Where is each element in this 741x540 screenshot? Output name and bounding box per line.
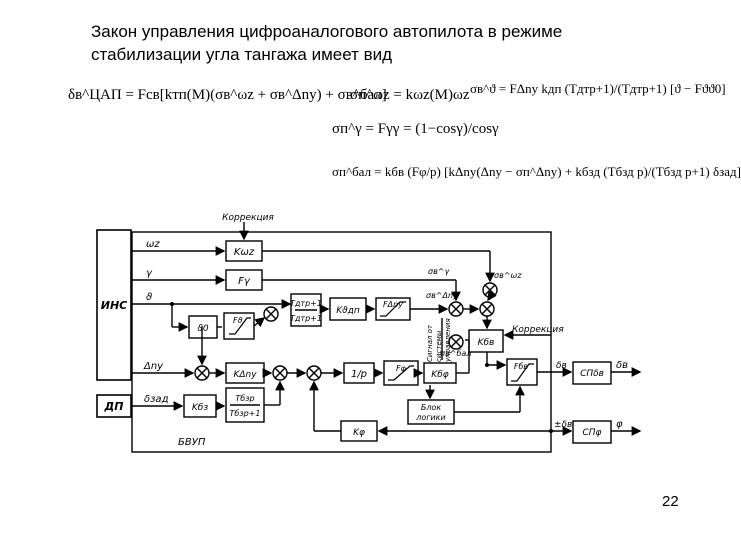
out-dv2-label: δв — [616, 360, 628, 371]
sigma-gamma-label: σв^γ — [428, 267, 450, 276]
sigma-wz-label: σв^ωz — [494, 271, 522, 280]
sp-dv-label: СПδв — [580, 369, 604, 379]
lead-num-label: Tдтp+1 — [290, 299, 322, 308]
bz-num-label: Tбзp — [235, 394, 254, 403]
f-bv-label: Fбв — [514, 362, 529, 371]
logic-label-2: логики — [415, 413, 445, 422]
formula-control-law: δв^ЦАП = Fсв[kтп(M)(σв^ωz + σв^Δny) + σв… — [68, 87, 387, 103]
title-line-1: Закон управления цифроаналогового автопи… — [91, 22, 563, 41]
sigma-bal-label: σв^бал — [440, 349, 471, 358]
formula-wz: σп^ωz = kωz(M)ωz — [350, 87, 470, 103]
logic-label-1: Блок — [421, 403, 441, 412]
f-dny-label: FΔny — [383, 300, 403, 309]
korrekciya-right-label: Коррекция — [512, 325, 564, 335]
k-dny-label: KΔny — [233, 370, 257, 380]
dp-label: ДП — [103, 400, 123, 413]
bz-den-label: Tбзp+1 — [230, 409, 261, 418]
slide-title: Закон управления цифроаналогового автопи… — [91, 20, 651, 66]
title-line-2: стабилизации угла тангажа имеет вид — [91, 45, 393, 64]
f-theta-label: Fϑ — [233, 316, 243, 325]
out-phi-in-label: ±δв — [554, 420, 572, 430]
theta0-label: ϑ0 — [197, 324, 209, 334]
vertical-signal-line-1: Сигнал от — [426, 324, 434, 362]
vertical-signal-line-3: управления — [444, 318, 452, 363]
korrekciya-top-label: Коррекция — [222, 213, 274, 223]
ins-label: ИНС — [101, 299, 128, 312]
k-wz-label: Kωz — [234, 247, 255, 258]
k-bv-label: Kбв — [478, 338, 495, 348]
formula-balance: σп^бал = kбв (Fφ/p) [kΔny(Δny − σп^Δny) … — [332, 164, 741, 179]
bvup-frame — [131, 231, 552, 453]
k-phi-label: Kφ — [353, 428, 365, 438]
out-phi-label: φ — [616, 419, 623, 430]
ins-box — [96, 229, 132, 381]
f-phi-label: Fφ — [396, 364, 407, 373]
page-number: 22 — [662, 493, 679, 510]
f-gamma-label: Fγ — [238, 276, 251, 287]
k-bphi-label: Kбφ — [431, 370, 448, 380]
bvup-label: БВУП — [178, 437, 206, 448]
dzad-input-label: δзад — [144, 394, 169, 405]
sigma-dny-label: σв^Δny — [426, 291, 458, 300]
formula-theta: σв^ϑ = FΔny kдп (Tдтp+1)/(Tдтp+1) [ϑ − F… — [470, 81, 726, 96]
dny-input-label: Δny — [143, 361, 164, 372]
block-diagram: Коррекция Коррекция ИНС ДП БВУП ωz γ ϑ Δ… — [96, 213, 642, 453]
formula-gamma: σп^γ = Fγγ = (1−cosγ)/cosγ — [332, 121, 499, 137]
out-dv-label: δв — [556, 361, 567, 371]
vertical-signal-line-2: системы — [435, 330, 443, 362]
integrator-label: 1/p — [351, 369, 367, 380]
sp-phi-box — [572, 420, 612, 444]
k-bz-label: Kбз — [192, 403, 208, 413]
k-theta-label: Kϑдп — [336, 306, 360, 316]
gamma-input-label: γ — [146, 268, 153, 279]
sp-dv-box — [572, 361, 612, 385]
sp-phi-label: СПφ — [583, 428, 602, 438]
theta-input-label: ϑ — [146, 292, 152, 303]
lead-den-label: Tдтp+1 — [290, 314, 322, 323]
wz-input-label: ωz — [146, 239, 160, 250]
